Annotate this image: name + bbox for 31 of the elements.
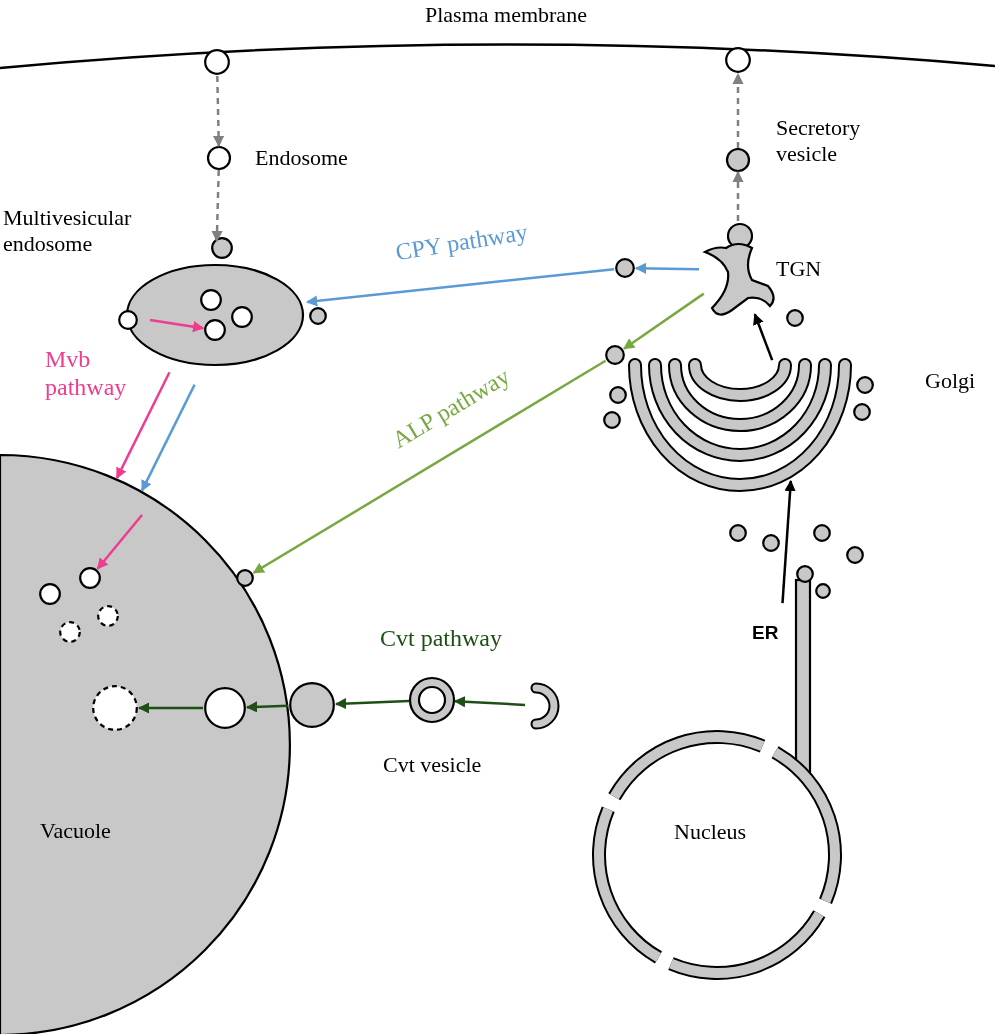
organelle-label: TGN [776,256,822,282]
arrow [149,318,205,333]
arrow [137,702,203,714]
dashed-arrow [732,170,744,221]
membrane-label: Plasma membrane [425,2,587,28]
organelle-label: Multivesicular endosome [3,205,133,257]
organelle-label: Cvt vesicle [383,752,482,778]
organelle-label: ER [752,621,779,645]
arrow [334,697,410,710]
dashed-arrow [211,169,223,243]
arrow [781,479,796,604]
arrow [245,701,289,713]
arrow [252,359,607,574]
arrow [115,371,171,480]
pathway-label: Mvb pathway [45,345,128,401]
organelle-label: Secretory vesicle [776,115,862,167]
arrow [140,384,196,492]
arrow [623,292,705,350]
organelle-label: Golgi [925,368,976,394]
organelle-label: Endosome [255,145,348,171]
arrow [96,514,143,570]
dashed-arrow [212,75,225,148]
pathway-label: Cvt pathway [380,624,502,652]
dashed-arrow [732,72,744,148]
organelle-label: Nucleus [674,819,747,845]
organelle-label: Vacuole [40,818,111,844]
arrow [753,313,774,361]
arrow [453,696,526,708]
arrow [306,267,615,307]
arrow [634,262,700,274]
pathway-label: CPY pathway [393,217,530,267]
